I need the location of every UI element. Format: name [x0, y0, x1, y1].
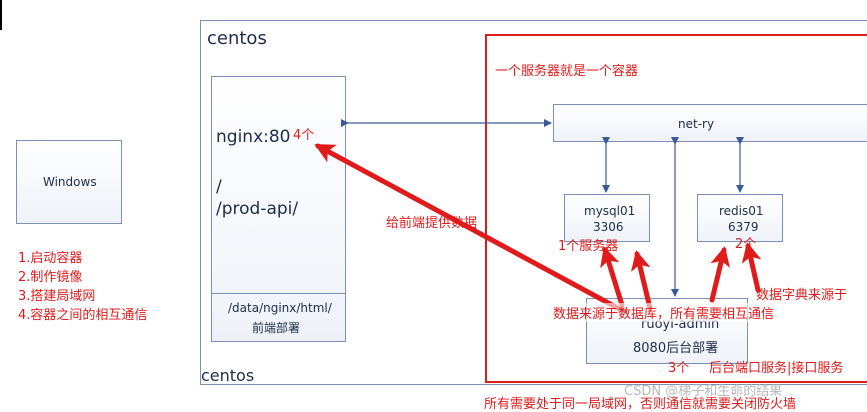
ruoyi-desc: 8080后台部署 — [633, 341, 719, 356]
watermark: CSDN @梯子和生命的结果 — [624, 384, 783, 399]
container-region — [485, 34, 867, 383]
left-edge-line — [0, 0, 2, 30]
nginx-html-divider — [212, 293, 345, 294]
mysql-box: mysql01 3306 — [564, 194, 650, 242]
step-item: 1.启动容器 — [18, 251, 83, 266]
step-item: 4.容器之间的相互通信 — [18, 308, 148, 323]
container-note: 一个服务器就是一个容器 — [495, 64, 639, 79]
provide-data-note: 给前端提供数据 — [386, 216, 478, 231]
step-item: 3.搭建局域网 — [18, 289, 96, 304]
windows-box: Windows — [16, 140, 122, 224]
steps-list: 1.启动容器 2.制作镜像 3.搭建局域网 4.容器之间的相互通信 — [18, 249, 147, 325]
centos-bottom-label: centos — [201, 366, 255, 385]
redis-name: redis01 — [719, 204, 764, 218]
redis-port: 6379 — [728, 220, 759, 234]
red-arrow-to-redis-a — [709, 246, 730, 303]
mysql-port: 3306 — [593, 220, 624, 234]
red-arrow-to-nginx — [314, 143, 628, 315]
net-ry-label: net-ry — [678, 117, 715, 131]
windows-label: Windows — [43, 175, 97, 189]
nginx-count: 4个 — [293, 128, 315, 143]
centos-label: centos — [207, 28, 267, 49]
nginx-html-desc: 前端部署 — [252, 321, 301, 335]
red-arrow-to-redis-b — [741, 242, 762, 293]
nginx-slash: / — [216, 177, 222, 197]
db-source-note: 数据来源于数据库，所有需要相互通信 — [553, 303, 775, 322]
nginx-box: nginx:80 / /prod-api/ /data/nginx/html/ … — [211, 76, 346, 342]
nginx-title: nginx:80 — [216, 127, 291, 147]
red-arrow-to-mysql-a — [600, 246, 625, 308]
centos-box — [200, 20, 867, 385]
red-arrow-to-mysql-b — [631, 250, 653, 311]
step-item: 2.制作镜像 — [18, 270, 83, 285]
same-network-note: 所有需要处于同一局域网，否则通信就需要关闭防火墙 — [484, 397, 797, 412]
dict-source-note: 数据字典来源于 — [756, 288, 848, 303]
redis-box: redis01 6379 — [697, 194, 783, 242]
backend-service-note: 后台端口服务|接口服务 — [709, 361, 844, 376]
mysql-name: mysql01 — [584, 204, 636, 218]
net-ry-box: net-ry — [553, 104, 867, 142]
three-count-note: 3个 — [668, 361, 690, 376]
nginx-html-path: /data/nginx/html/ — [228, 301, 332, 315]
nginx-path: /prod-api/ — [216, 199, 299, 219]
